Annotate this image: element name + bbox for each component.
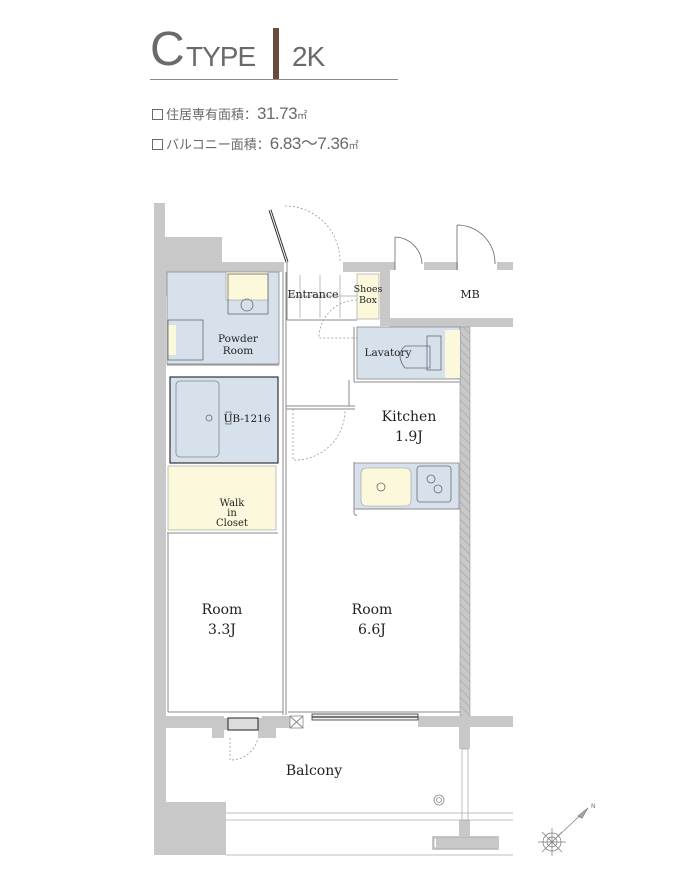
- windows: [227, 713, 469, 821]
- door-swings: [229, 205, 358, 761]
- room-label-shoes-box-2: Box: [359, 295, 378, 306]
- room-label-lavatory: Lavatory: [365, 347, 412, 359]
- checkbox-square-icon: [152, 139, 163, 150]
- room-size-small: 3.3J: [208, 622, 236, 638]
- title-divider: [273, 28, 279, 80]
- room-label-wic-2: in: [227, 508, 237, 519]
- balcony-area: バルコニー面積：6.83〜7.36㎡: [152, 129, 358, 154]
- room-label-unit-bath: UB-1216: [223, 413, 270, 425]
- room-label-large: Room: [352, 602, 393, 618]
- room-size-large: 6.6J: [358, 622, 386, 638]
- title-underline: [150, 79, 398, 80]
- balcony-area-value: 6.83〜7.36: [269, 134, 349, 153]
- plan-title: C TYPE 2K: [150, 24, 398, 80]
- compass-north-icon: N: [538, 803, 596, 856]
- room-label-small: Room: [202, 602, 243, 618]
- walls: [154, 203, 513, 855]
- fixtures: [167, 273, 513, 856]
- mb-doors: [394, 224, 496, 270]
- room-label-entrance: Entrance: [287, 288, 338, 301]
- room-label-powder-2: Room: [223, 345, 254, 357]
- exclusive-area: 住居専有面積：31.73㎡: [152, 104, 307, 124]
- balcony-area-unit: ㎡: [348, 141, 359, 152]
- balcony-area-label: バルコニー面積：: [166, 138, 270, 153]
- type-letter: C: [150, 23, 185, 76]
- layout-type: 2K: [292, 41, 325, 72]
- north-label: N: [591, 803, 596, 810]
- room-label-mb: MB: [460, 288, 479, 301]
- storage-areas: [167, 271, 460, 531]
- checkbox-square-icon: [152, 109, 163, 120]
- room-label-wic-3: Closet: [216, 518, 248, 529]
- exclusive-area-label: 住居専有面積：: [166, 108, 258, 123]
- exclusive-area-unit: ㎡: [297, 111, 308, 122]
- room-label-wic-1: Walk: [220, 498, 246, 509]
- exclusive-area-value: 31.73: [257, 104, 298, 123]
- room-label-balcony: Balcony: [286, 763, 342, 779]
- room-label-kitchen: Kitchen: [382, 409, 437, 425]
- room-label-shoes-box-1: Shoes: [354, 284, 383, 295]
- partitions: [167, 262, 460, 715]
- room-label-powder-1: Powder: [218, 333, 259, 345]
- type-word: TYPE: [186, 41, 256, 72]
- room-size-kitchen: 1.9J: [395, 429, 423, 445]
